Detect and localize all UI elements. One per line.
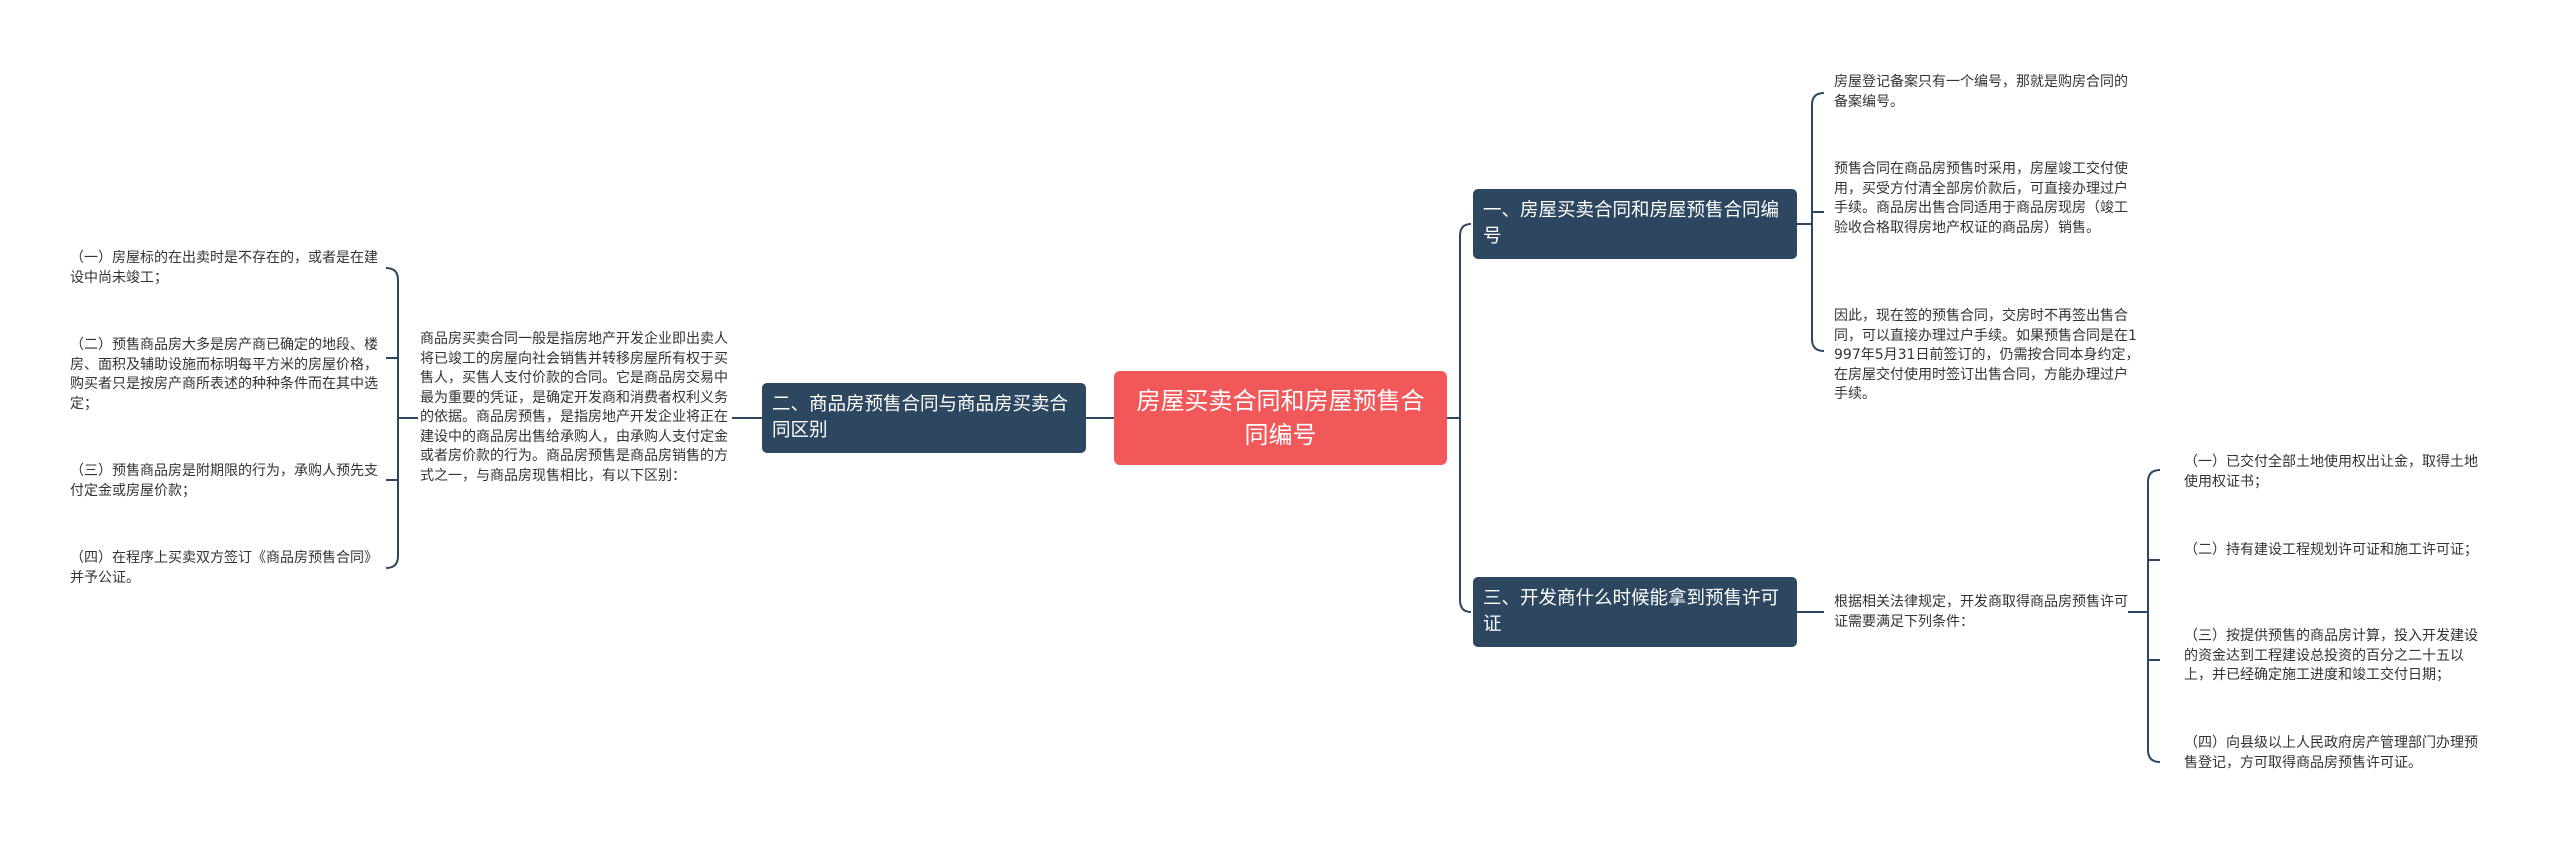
branch-node-2-label: 二、商品房预售合同与商品房买卖合同区别 (772, 394, 1069, 441)
branch3-leaf-3: （三）按提供预售的商品房计算，投入开发建设的资金达到工程建设总投资的百分之二十五… (2184, 628, 2478, 683)
branch1-leaf-2: 预售合同在商品房预售时采用，房屋竣工交付使用，买受方付清全部房价款后，可直接办理… (1834, 161, 2128, 236)
root-topic[interactable]: 房屋买卖合同和房屋预售合同编号 (1114, 371, 1447, 465)
branch3-leaf-2: （二）持有建设工程规划许可证和施工许可证； (2184, 542, 2478, 558)
branch-node-1[interactable]: 一、房屋买卖合同和房屋预售合同编号 (1473, 189, 1797, 259)
branch-node-3[interactable]: 三、开发商什么时候能拿到预售许可证 (1473, 577, 1797, 647)
branch3-leaf-4: （四）向县级以上人民政府房产管理部门办理预售登记，方可取得商品房预售许可证。 (2184, 735, 2478, 771)
branch1-leaf-1: 房屋登记备案只有一个编号，那就是购房合同的备案编号。 (1834, 74, 2128, 110)
branch2-intro: 商品房买卖合同一般是指房地产开发企业即出卖人将已竣工的房屋向社会销售并转移房屋所… (420, 331, 728, 484)
branch-node-3-label: 三、开发商什么时候能拿到预售许可证 (1483, 588, 1780, 635)
branch-node-2[interactable]: 二、商品房预售合同与商品房买卖合同区别 (762, 383, 1086, 453)
branch1-leaf-3: 因此，现在签的预售合同，交房时不再签出售合同，可以直接办理过户手续。如果预售合同… (1834, 308, 2140, 402)
branch2-leaf-1: （一）房屋标的在出卖时是不存在的，或者是在建设中尚未竣工； (70, 250, 378, 286)
branch-node-1-label: 一、房屋买卖合同和房屋预售合同编号 (1483, 200, 1780, 247)
branch2-leaf-4: （四）在程序上买卖双方签订《商品房预售合同》并予公证。 (70, 550, 378, 586)
branch3-intro: 根据相关法律规定，开发商取得商品房预售许可证需要满足下列条件： (1834, 594, 2128, 630)
branch2-leaf-3: （三）预售商品房是附期限的行为，承购人预先支付定金或房屋价款； (70, 463, 378, 499)
root-topic-label: 房屋买卖合同和房屋预售合同编号 (1136, 387, 1425, 449)
branch3-leaf-1: （一）已交付全部土地使用权出让金，取得土地使用权证书； (2184, 454, 2478, 490)
branch2-leaf-2: （二）预售商品房大多是房产商已确定的地段、楼房、面积及辅助设施而标明每平方米的房… (70, 337, 378, 412)
